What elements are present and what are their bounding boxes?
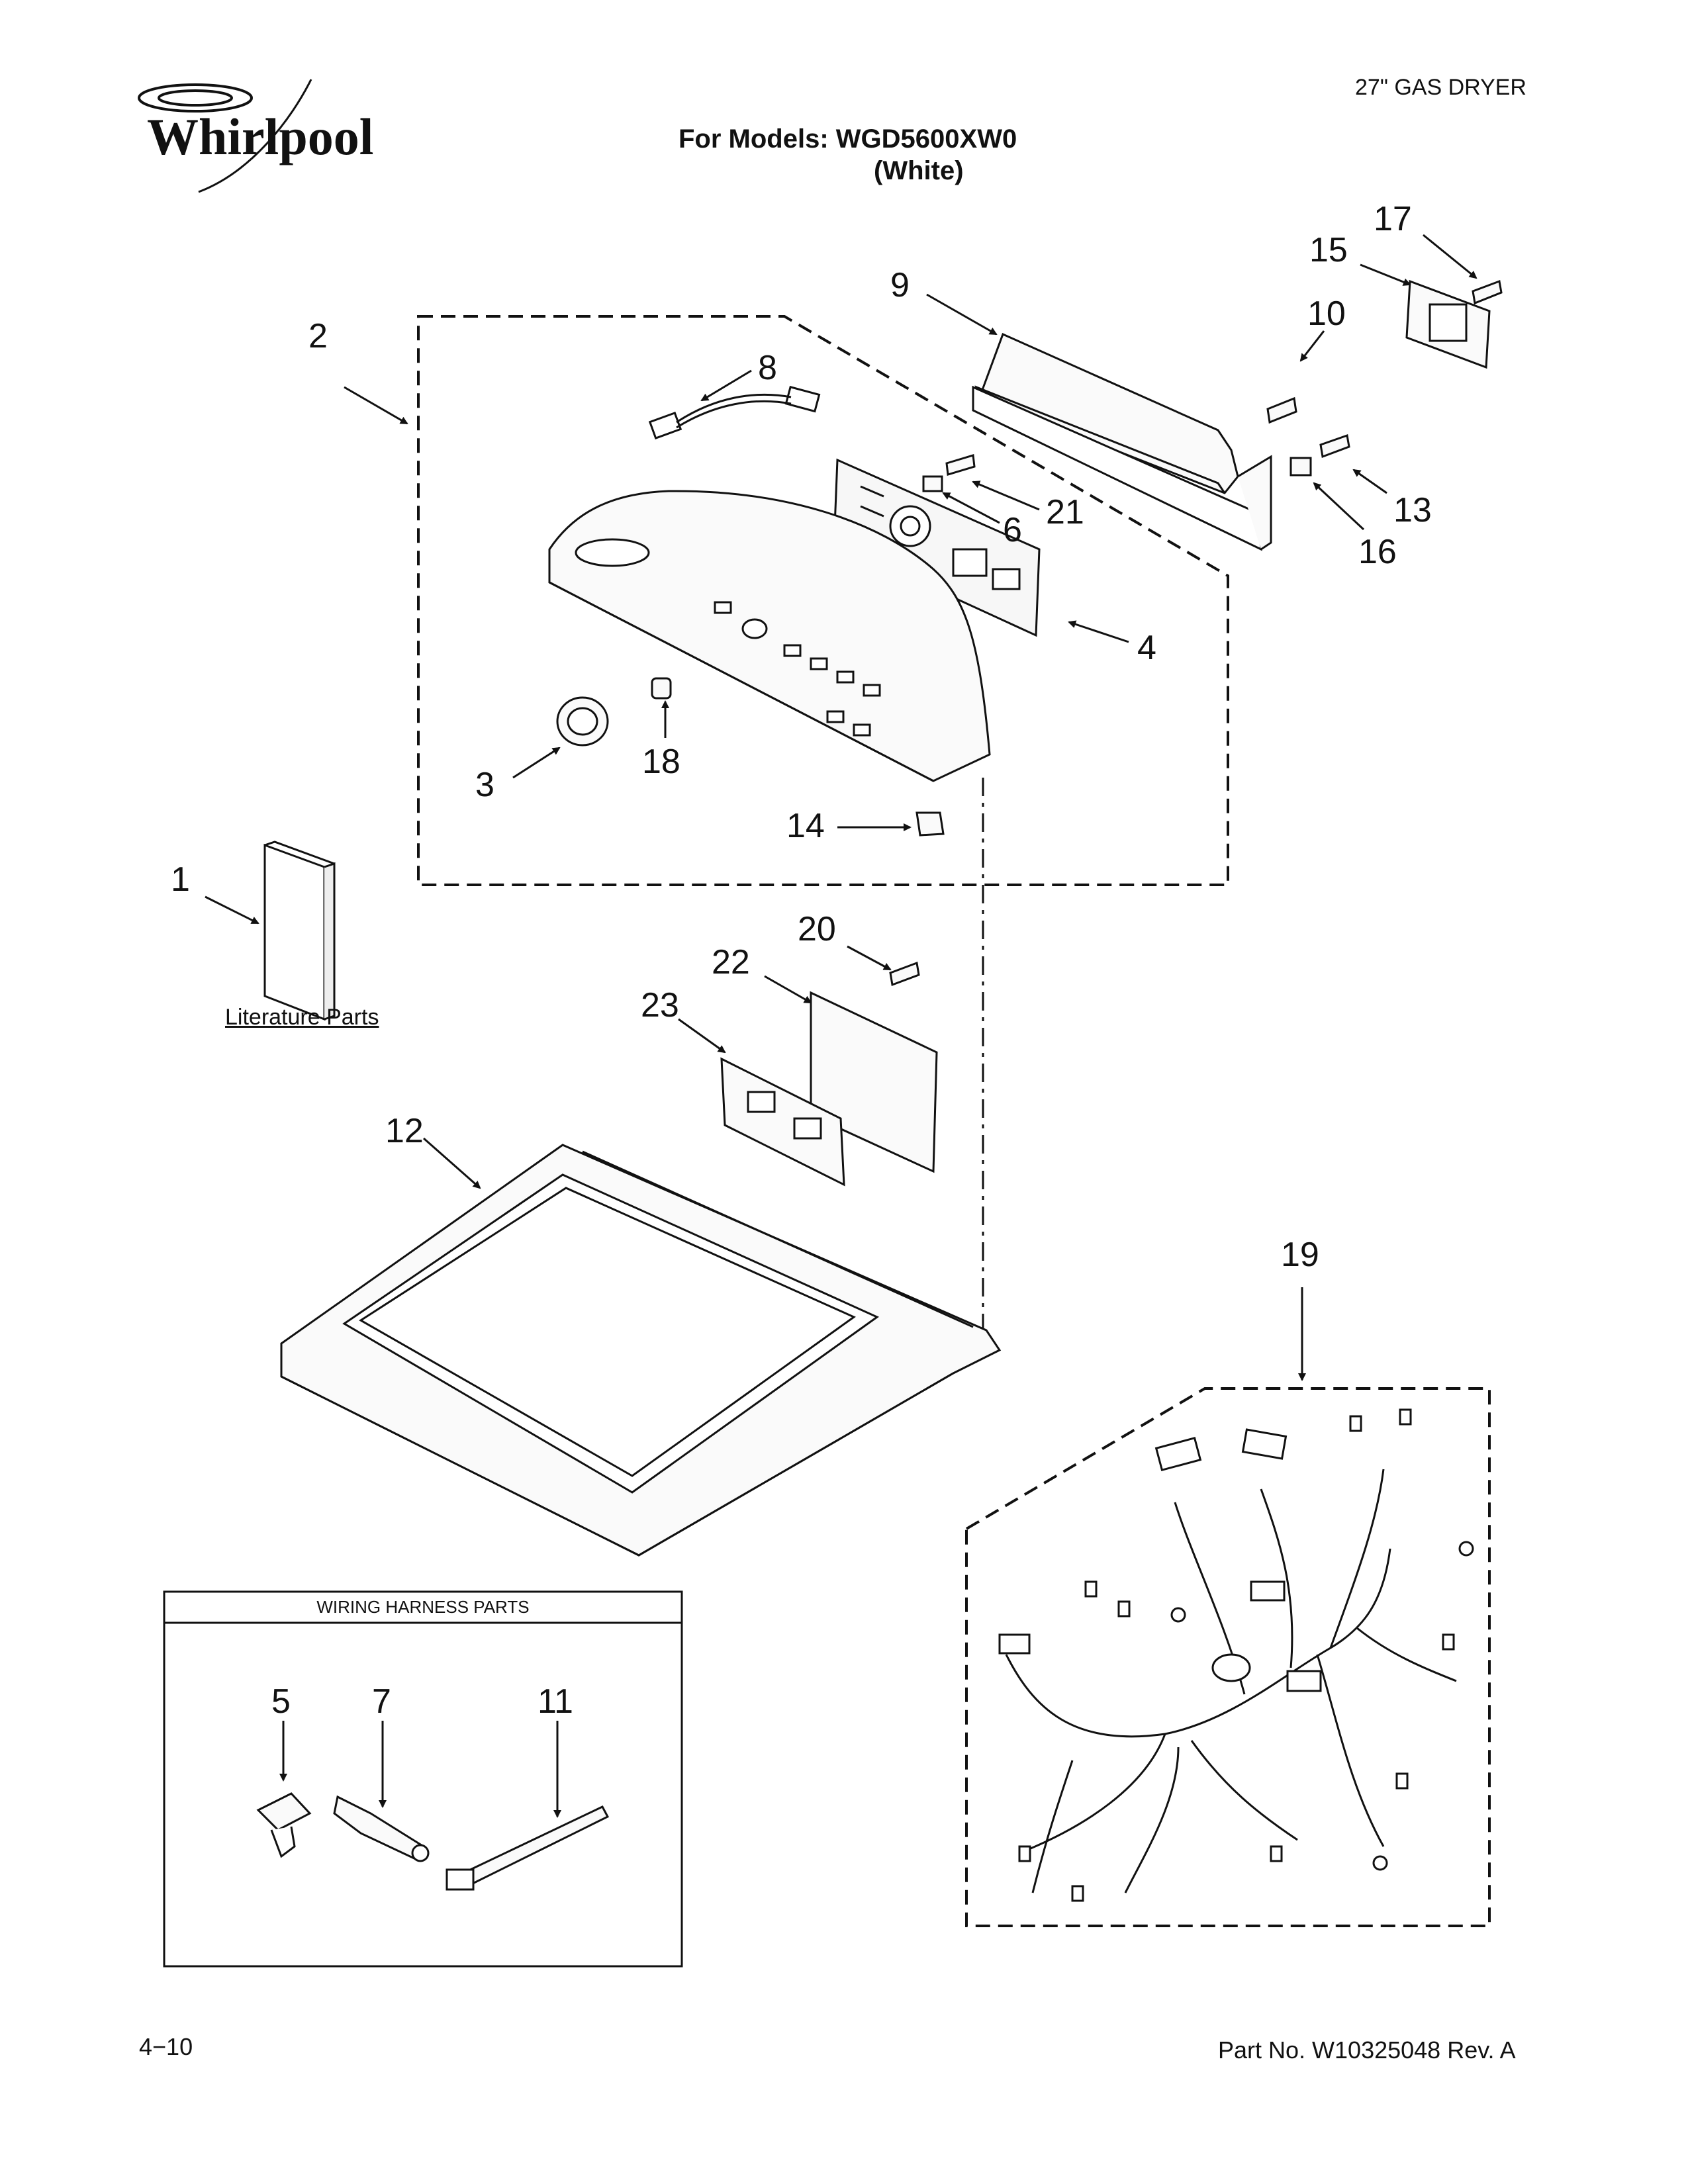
callout-9: 9 [890, 266, 910, 304]
page-number: 4−10 [139, 2033, 193, 2060]
arrow-13 [1352, 469, 1387, 494]
screw-part-13 [1319, 434, 1350, 459]
product-type: 27" GAS DRYER [1355, 75, 1526, 100]
callout-14: 14 [786, 807, 825, 845]
brand-logo: Whirlpool [147, 108, 374, 165]
part-number: Part No. W10325048 Rev. A [1218, 2036, 1516, 2064]
callout-18: 18 [642, 743, 680, 781]
literature-booklet [263, 841, 336, 1021]
literature-parts-label: Literature Parts [225, 1005, 379, 1030]
callout-10: 10 [1307, 295, 1346, 333]
plate-part-22 [810, 991, 938, 1173]
terminal-part-7 [333, 1795, 425, 1861]
callout-3: 3 [475, 766, 494, 804]
callout-21: 21 [1046, 493, 1084, 531]
arrow-22 [764, 975, 812, 1004]
arrow-12 [423, 1137, 481, 1189]
callout-6: 6 [1003, 511, 1022, 549]
callout-16: 16 [1358, 533, 1397, 571]
arrow-2 [344, 386, 408, 425]
clip-part-6 [922, 475, 943, 492]
callout-20: 20 [798, 910, 836, 948]
callout-12: 12 [385, 1112, 424, 1150]
wire-part-8 [648, 385, 821, 439]
arrow-23 [678, 1018, 726, 1054]
callout-8: 8 [758, 349, 777, 387]
callout-19: 19 [1281, 1236, 1319, 1274]
bushing-part-18 [651, 677, 672, 700]
arrow-3 [512, 747, 561, 779]
module-part-23 [720, 1057, 845, 1187]
callout-13: 13 [1393, 491, 1432, 529]
wiring-harness-parts-box [163, 1590, 683, 1968]
arrow-16 [1313, 482, 1365, 531]
callout-22: 22 [712, 943, 750, 981]
wire-harness-part-19 [998, 1408, 1474, 1902]
screw-part-10 [1266, 396, 1297, 424]
callout-5: 5 [271, 1682, 291, 1721]
arrow-6 [942, 492, 1000, 524]
arrow-15 [1360, 263, 1411, 286]
arrow-10 [1299, 330, 1325, 362]
arrow-17 [1423, 234, 1477, 279]
screw-part-17 [1472, 279, 1503, 305]
cable-tie-part-11 [461, 1805, 610, 1886]
callout-7: 7 [372, 1682, 391, 1721]
screw-part-21 [945, 454, 976, 476]
clip-part-5 [256, 1792, 312, 1831]
callout-11: 11 [538, 1682, 573, 1721]
arrow-4 [1068, 620, 1129, 643]
arrow-21 [972, 480, 1040, 511]
console-bracket-part-9 [972, 332, 1272, 551]
callout-2: 2 [308, 317, 328, 355]
models-line: For Models: WGD5600XW0 [679, 124, 1017, 154]
clip-part-16 [1289, 457, 1312, 477]
callout-1: 1 [171, 860, 190, 899]
console-assembly-boundary [417, 315, 1229, 886]
arrow-1 [205, 895, 259, 925]
console-shell [548, 490, 991, 782]
arrow-20 [847, 945, 892, 971]
wire-harness-boundary [965, 1387, 1491, 1927]
callout-4: 4 [1137, 629, 1156, 667]
clip-part-14 [915, 811, 945, 837]
wiring-harness-parts-title: WIRING HARNESS PARTS [316, 1597, 530, 1617]
callout-17: 17 [1374, 200, 1412, 238]
arrow-9 [926, 293, 998, 336]
dryer-top-part-12 [280, 1144, 1002, 1557]
arrow-8 [700, 369, 752, 402]
whirlpool-logo-swoosh [138, 79, 312, 193]
callout-15: 15 [1309, 231, 1348, 269]
callout-23: 23 [641, 986, 679, 1024]
screw-part-20 [889, 961, 920, 987]
color-line: (White) [874, 156, 964, 185]
